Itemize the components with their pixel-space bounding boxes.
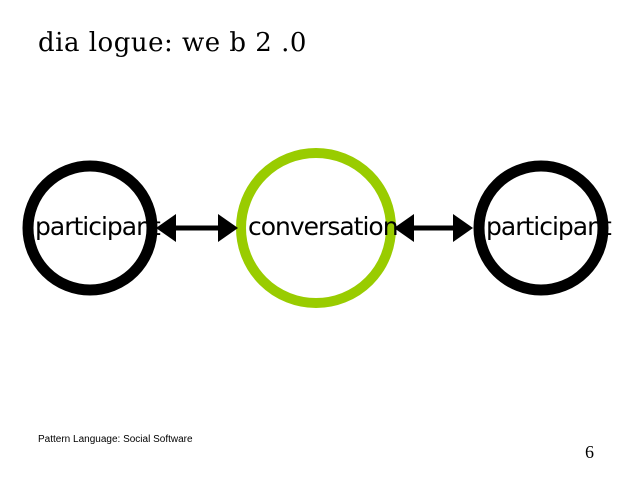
footer-text: Pattern Language: Social Software: [38, 434, 193, 445]
slide-title: dia logue: we b 2 .0: [38, 28, 307, 58]
participant-left-circle: [22, 160, 158, 296]
double-arrow-right: [394, 214, 473, 242]
participant-right-circle: [473, 160, 609, 296]
conversation-circle: [236, 148, 396, 308]
conversation-label: conversation: [248, 212, 399, 241]
participant-right-label: participant: [486, 212, 612, 241]
page-number: 6: [585, 442, 594, 462]
participant-left-label: participant: [35, 212, 161, 241]
double-arrow-left: [156, 214, 238, 242]
